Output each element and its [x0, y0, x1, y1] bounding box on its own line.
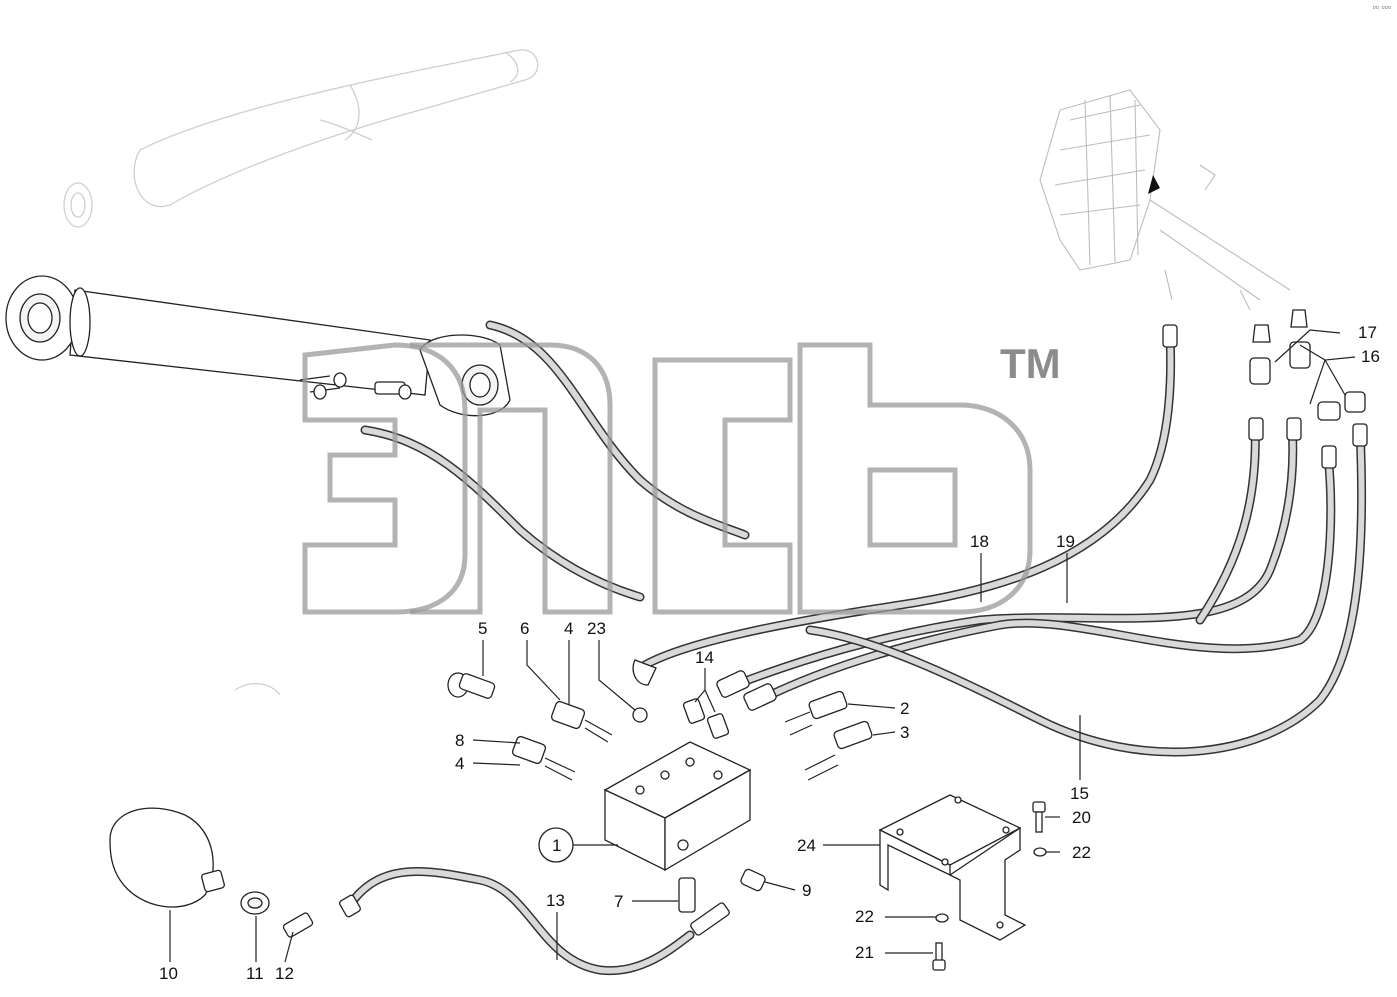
- callout-13: 13: [546, 891, 565, 910]
- callout-9: 9: [802, 881, 811, 900]
- callout-15: 15: [1070, 784, 1089, 803]
- accumulator: [109, 807, 361, 938]
- callout-4-lower: 4: [455, 754, 464, 773]
- hydraulic-cylinder: [5, 275, 511, 417]
- callout-4-upper: 4: [564, 619, 573, 638]
- callout-23: 23: [587, 619, 606, 638]
- control-valve-ghost: [1039, 89, 1291, 311]
- leader-lines: [169, 329, 1356, 963]
- hoses: [345, 320, 1368, 976]
- manifold-block: [603, 741, 752, 872]
- mounting-bracket: [878, 794, 1047, 971]
- callout-1: 1: [552, 836, 561, 855]
- callout-22-lower: 22: [855, 907, 874, 926]
- tee-fittings: [1249, 309, 1366, 421]
- trademark-symbol: TM: [1000, 340, 1061, 387]
- callout-24: 24: [797, 836, 816, 855]
- callout-8: 8: [455, 731, 464, 750]
- callout-14: 14: [695, 648, 714, 667]
- callout-20: 20: [1072, 808, 1091, 827]
- callout-16: 16: [1361, 347, 1380, 366]
- corner-mark: ▫▫ ▫▫▫: [1372, 2, 1391, 12]
- callout-1-circle: [538, 827, 574, 863]
- callout-3: 3: [900, 723, 909, 742]
- callout-10: 10: [159, 964, 178, 983]
- watermark: TM: [302, 340, 1061, 615]
- callout-18: 18: [970, 532, 989, 551]
- callout-22-upper: 22: [1072, 843, 1091, 862]
- callout-2: 2: [900, 699, 909, 718]
- direction-arrow-icon: [1148, 175, 1160, 194]
- callout-21: 21: [855, 943, 874, 962]
- callout-12: 12: [275, 964, 294, 983]
- boom-arm-ghost: [63, 49, 539, 696]
- callout-19: 19: [1056, 532, 1075, 551]
- valve-components: [447, 672, 873, 913]
- callout-6: 6: [520, 619, 529, 638]
- callout-7: 7: [614, 892, 623, 911]
- callout-5: 5: [478, 619, 487, 638]
- callout-17: 17: [1358, 323, 1377, 342]
- callout-11: 11: [246, 964, 264, 983]
- callouts: 1 2 3 4 4 5 6 7 8 9 10 11 12 13 14 15 16…: [159, 323, 1380, 983]
